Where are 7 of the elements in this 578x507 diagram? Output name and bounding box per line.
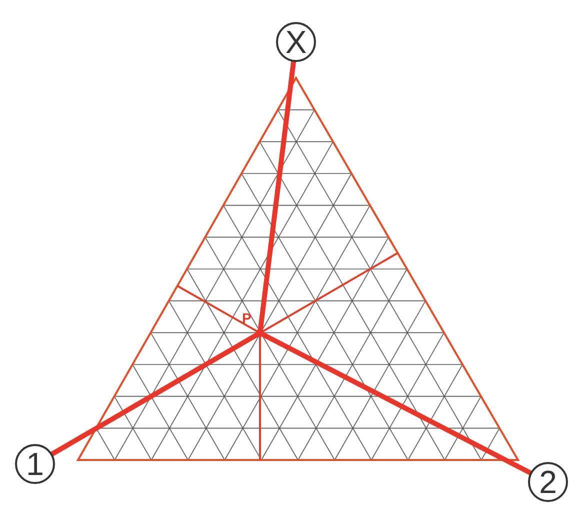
- circled-label: 2: [528, 462, 568, 502]
- circled-label: 1: [15, 444, 55, 484]
- point-label: P: [242, 311, 252, 325]
- point-marker: [256, 329, 264, 337]
- thick-line: [261, 332, 533, 476]
- thick-line: [50, 332, 260, 456]
- circled-label: X: [276, 22, 316, 62]
